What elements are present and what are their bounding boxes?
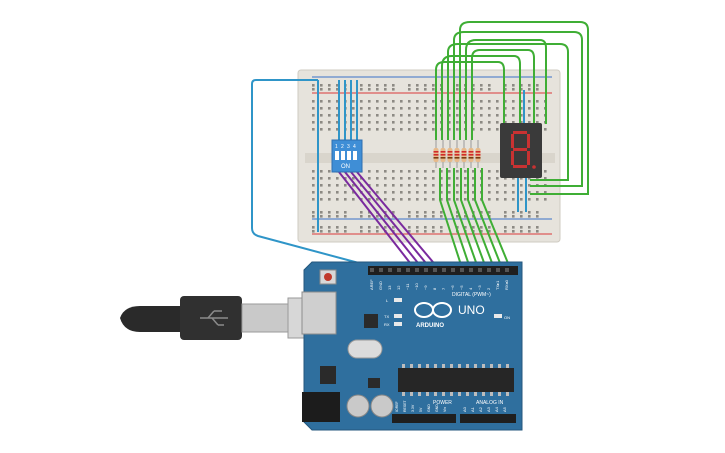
dip-switch[interactable]: 1 2 3 4 ON [331,139,363,173]
analog-pin-label: A0 [462,406,467,412]
digital-pin-label: AREF [369,279,374,290]
dip-toggle[interactable] [341,151,345,160]
digital-header-label: DIGITAL (PWM~) [452,292,491,298]
digital-pin-label: GND [378,281,383,290]
digital-pin-label: 12 [396,285,401,290]
wire-blue [251,79,373,275]
analog-label: ANALOG IN [476,400,504,406]
digital-pin-label: 2 [486,287,491,290]
digital-pin-label: RX◂0 [504,279,509,290]
dip-on-label: ON [341,164,350,170]
digital-pin-label: ~10 [414,282,419,290]
resistor-array[interactable] [433,140,481,168]
led-l-label: L [386,298,389,303]
arduino-logo-icon [414,302,452,318]
power-jack[interactable] [302,392,340,422]
power-pin-label: 3.3V [411,404,415,412]
dip-toggle[interactable] [347,151,351,160]
board-brand: ARDUINO [416,323,444,329]
digital-pin-label: 7 [441,287,446,290]
usb-cable[interactable] [120,296,341,340]
wires-green-upper [435,21,589,195]
on-led-label: ON [504,315,510,320]
power-pin-label: 5V [419,407,423,412]
digital-pin-label: ~3 [477,285,482,290]
atmega-chip [398,368,514,392]
dip-number-4: 4 [353,144,356,150]
digital-pin-label: ~6 [450,285,455,290]
analog-pin-label: A4 [494,406,499,412]
power-label: POWER [433,400,452,406]
arduino-uno-board[interactable]: ARDUINO UNO DIGITAL (PWM~) POWER ANALOG … [301,261,523,431]
analog-pin-label: A3 [486,406,491,412]
power-pin-label: GND [427,404,431,412]
digital-pin-label: TX▸1 [495,280,500,290]
seven-segment-display[interactable]: 8 [0,0,542,178]
digital-pin-labels: AREF GND 13 12 ~11 ~10 ~9 8 7 ~6 ~5 4 ~3 2 TX▸1 RX◂0 [369,279,509,290]
power-pin-label: Vin [443,407,447,412]
digital-pin-label: 8 [432,287,437,290]
power-pin-label: GND [435,404,439,412]
analog-pin-label: A1 [470,406,475,412]
digital-pin-label: ~9 [423,285,428,290]
dip-toggle[interactable] [353,151,357,160]
wires-green-lower [439,168,511,269]
dip-number-1: 1 [335,144,338,150]
display-segments [511,131,536,169]
power-pin-label: RESET [403,399,407,412]
wires-purple [338,171,439,269]
digital-pin-label: 13 [387,285,392,290]
digital-pin-label: ~5 [459,285,464,290]
dip-toggle[interactable] [335,151,339,160]
power-pin-labels: IOREF RESET 3.3V 5V GND GND Vin [395,399,447,412]
analog-pin-label: A2 [478,406,483,412]
rx-label: RX [384,322,390,327]
breadboard[interactable] [297,69,561,243]
digital-pin-label: ~11 [405,283,410,290]
tx-label: TX [384,314,389,319]
digital-pin-label: 4 [468,287,473,290]
display-digit: 8 [0,0,1,1]
wires [251,21,589,275]
board-model: UNO [458,303,485,317]
dip-number-3: 3 [347,144,350,150]
dip-number-2: 2 [341,144,344,150]
breadboard-holes [312,84,547,233]
usb-icon [200,310,228,326]
analog-pin-label: A5 [502,406,507,412]
power-pin-label: IOREF [395,401,399,412]
